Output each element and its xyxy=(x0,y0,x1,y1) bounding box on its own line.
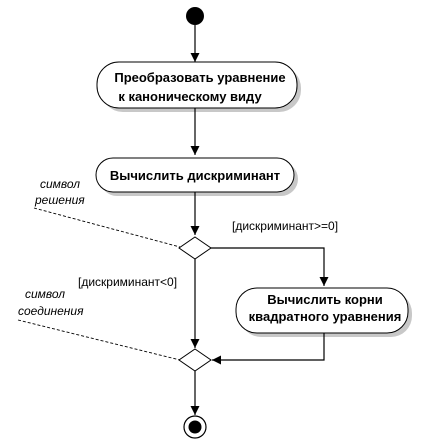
flow-decision-to-roots xyxy=(211,247,329,286)
activity-transform-line1: Преобразовать уравнение xyxy=(114,70,285,85)
flow-roots-to-merge xyxy=(212,333,325,365)
guard-non-negative: [дискриминант>=0] xyxy=(232,219,338,233)
note-decision-connector xyxy=(33,207,181,248)
activity-discriminant-label: Вычислить дискриминант xyxy=(110,168,280,183)
activity-roots-line1: Вычислить корни xyxy=(267,292,383,307)
activity-discriminant: Вычислить дискриминант xyxy=(95,157,298,196)
activity-transform: Преобразовать уравнение к каноническому … xyxy=(96,61,301,112)
activity-transform-line2: к каноническому виду xyxy=(118,89,262,104)
activity-roots-line2: квадратного уравнения xyxy=(249,309,402,324)
activity-roots: Вычислить корни квадратного уравнения xyxy=(235,287,412,337)
merge-node xyxy=(178,348,212,372)
initial-node xyxy=(186,7,204,25)
note-merge-line1: символ xyxy=(25,287,65,301)
guard-negative: [дискриминант<0] xyxy=(78,275,177,289)
note-merge-connector xyxy=(17,319,181,361)
note-decision-line1: символ xyxy=(40,177,80,191)
note-decision-line2: решения xyxy=(34,193,85,207)
note-merge-line2: соединения xyxy=(18,304,84,318)
decision-node xyxy=(178,236,212,260)
final-node xyxy=(183,415,207,439)
